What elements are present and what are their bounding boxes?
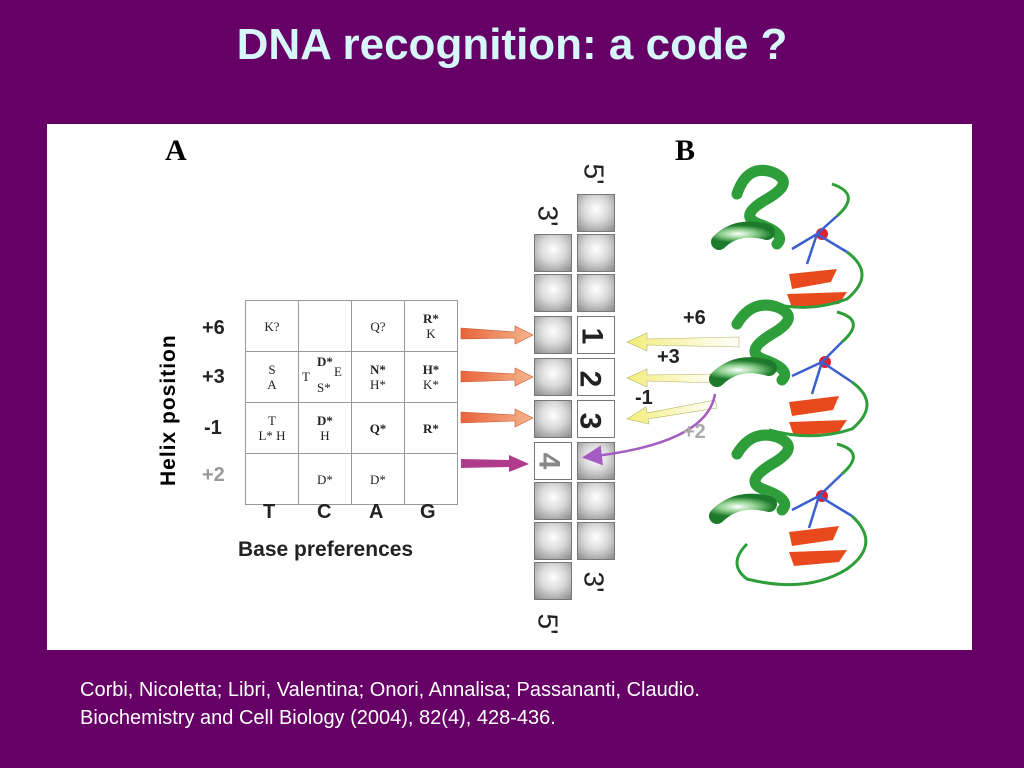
dna-end-label: 3'	[532, 205, 564, 227]
dna-end-label: 3'	[578, 571, 610, 593]
dna-base-cell	[534, 274, 572, 312]
dna-base-cell	[534, 522, 572, 560]
arrows-and-protein	[460, 164, 869, 587]
zinc-finger-2	[709, 299, 869, 438]
figure-panel: A B Helix position +6 +3 -1 +2 K? Q? R*K…	[47, 124, 972, 650]
grid-cell: K?	[245, 300, 299, 352]
dna-base-cell-highlight	[534, 442, 572, 480]
slide-title: DNA recognition: a code ?	[236, 20, 788, 69]
dna-base-cell	[534, 400, 572, 438]
dna-position-number: 2	[573, 370, 607, 388]
yellow-arrow-plus6	[626, 332, 740, 352]
grid-cell: D*	[298, 453, 352, 505]
citation-line: Biochemistry and Cell Biology (2004), 82…	[80, 707, 556, 729]
helix-pos-label: +2	[202, 464, 225, 486]
grid-cell	[245, 453, 299, 505]
grid-cell: R*	[404, 402, 458, 454]
grid-cell: R*K	[404, 300, 458, 352]
base-label: C	[317, 501, 332, 523]
panel-a-label: A	[165, 134, 187, 167]
dna-base-cell	[534, 358, 572, 396]
protein-label: +3	[657, 346, 680, 368]
dna-end-label: 5'	[532, 613, 564, 635]
dna-base-cell	[577, 522, 615, 560]
citation-line: Corbi, Nicoletta; Libri, Valentina; Onor…	[80, 679, 700, 701]
base-label: G	[420, 501, 436, 523]
yellow-arrow-plus3	[626, 368, 718, 388]
grid-cell: D*H	[298, 402, 352, 454]
panel-b-label: B	[675, 134, 696, 167]
dna-base-cell	[577, 194, 615, 232]
dna-base-cell	[534, 562, 572, 600]
dna-end-label: 5'	[578, 163, 610, 185]
zinc-finger-1	[711, 164, 864, 309]
grid-cell: D*	[351, 453, 405, 505]
grid-cell: H*K*	[404, 351, 458, 403]
zinc-finger-3	[709, 429, 868, 587]
dna-base-cell	[577, 274, 615, 312]
orange-arrow-plus3	[460, 367, 534, 387]
grid-cell: Q*	[351, 402, 405, 454]
citation: Corbi, Nicoletta; Libri, Valentina; Onor…	[80, 676, 700, 732]
grid-cell	[298, 300, 352, 352]
dna-position-number: 1	[575, 327, 609, 345]
orange-arrow-plus6	[460, 325, 534, 345]
dna-base-cell	[534, 316, 572, 354]
helix-pos-label: +3	[202, 366, 225, 388]
dna-base-cell	[577, 482, 615, 520]
grid-cell: N*H*	[351, 351, 405, 403]
y-axis-label: Helix position	[157, 334, 180, 486]
protein-label: -1	[635, 387, 653, 409]
protein-label: +6	[683, 307, 706, 329]
magenta-arrow-plus2	[461, 455, 529, 472]
helix-pos-label: +6	[202, 317, 225, 339]
dna-base-cell	[534, 482, 572, 520]
orange-arrow-minus1	[460, 408, 534, 428]
helix-pos-label: -1	[204, 417, 222, 439]
dna-base-cell-highlight	[577, 316, 615, 354]
dna-position-number: 3	[573, 412, 607, 430]
base-label: T	[263, 501, 276, 523]
dna-base-cell	[577, 442, 615, 480]
dna-base-cell	[534, 234, 572, 272]
grid-cell: D* T E S*	[298, 351, 352, 403]
base-label: A	[369, 501, 384, 523]
protein-label: +2	[683, 421, 706, 443]
x-axis-label: Base preferences	[238, 538, 414, 561]
dna-position-number: 4	[532, 452, 566, 470]
dna-base-cell	[577, 234, 615, 272]
grid-cell: Q?	[351, 300, 405, 352]
grid-cell	[404, 453, 458, 505]
